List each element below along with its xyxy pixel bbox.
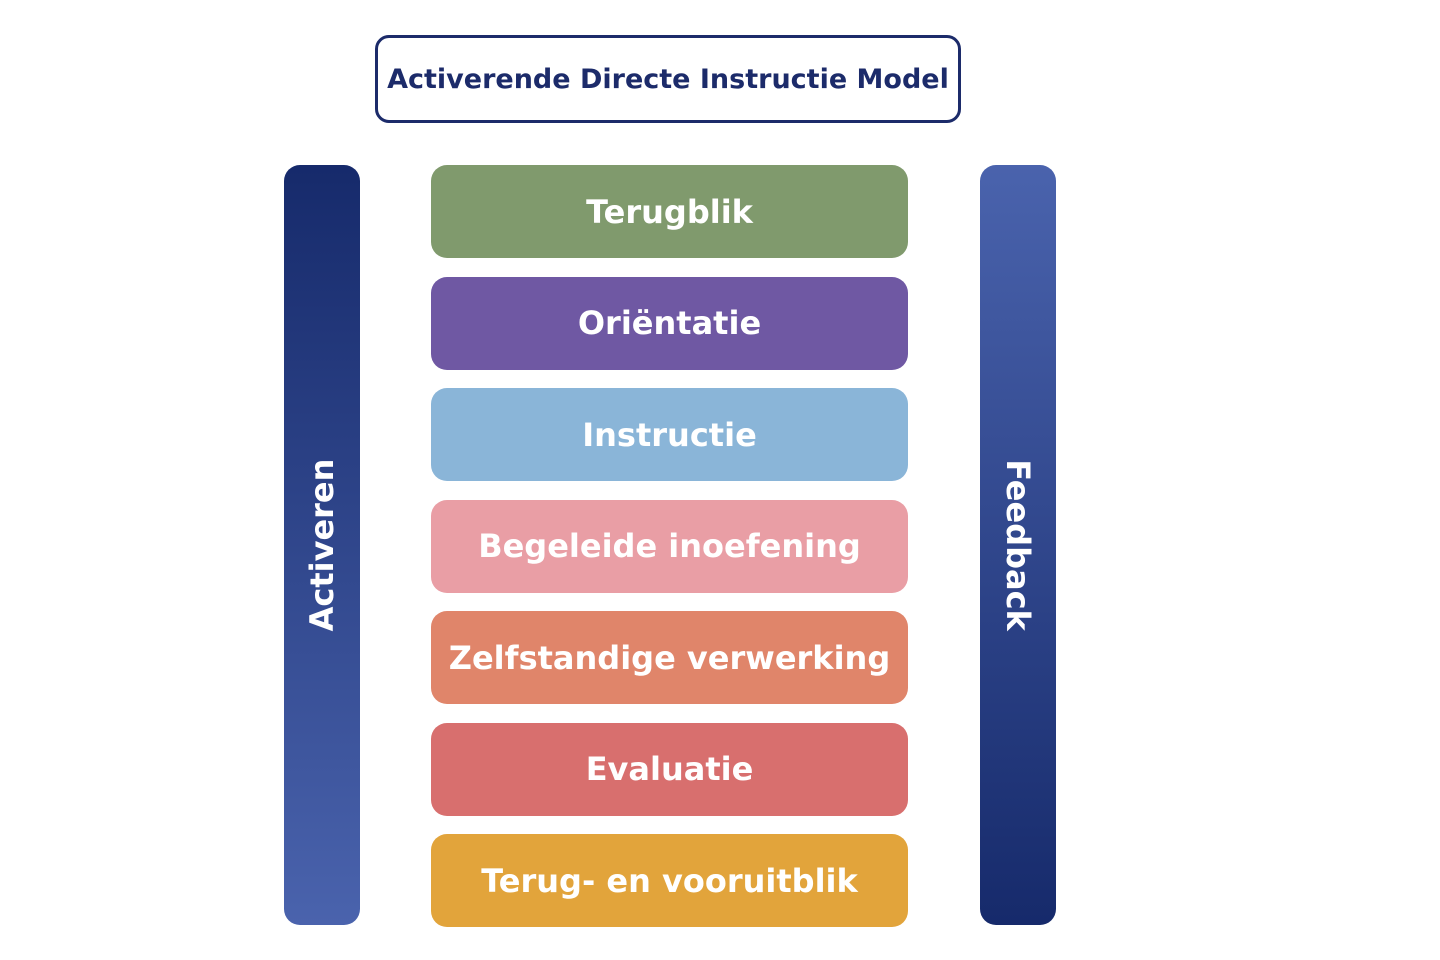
step-begeleide-inoefening: Begeleide inoefening — [431, 499, 908, 593]
step-orientatie: Oriëntatie — [431, 276, 908, 370]
activeren-label: Activeren — [303, 458, 341, 632]
step-label: Terugblik — [586, 192, 753, 231]
step-terug-en-vooruitblik: Terug- en vooruitblik — [431, 834, 908, 927]
step-label: Begeleide inoefening — [478, 527, 861, 565]
title-box: Activerende Directe Instructie Model — [375, 35, 961, 123]
step-terugblik: Terugblik — [431, 165, 908, 258]
activeren-bar: Activeren — [284, 165, 360, 925]
feedback-bar: Feedback — [980, 165, 1056, 925]
step-zelfstandige-verwerking: Zelfstandige verwerking — [431, 611, 908, 704]
step-evaluatie: Evaluatie — [431, 722, 908, 816]
diagram-title: Activerende Directe Instructie Model — [387, 63, 949, 95]
step-label: Instructie — [582, 415, 757, 454]
feedback-label: Feedback — [999, 459, 1037, 631]
step-label: Oriëntatie — [577, 304, 762, 342]
step-label: Evaluatie — [585, 750, 754, 788]
step-label: Terug- en vooruitblik — [481, 861, 858, 900]
step-label: Zelfstandige verwerking — [448, 638, 891, 677]
step-instructie: Instructie — [431, 388, 908, 481]
